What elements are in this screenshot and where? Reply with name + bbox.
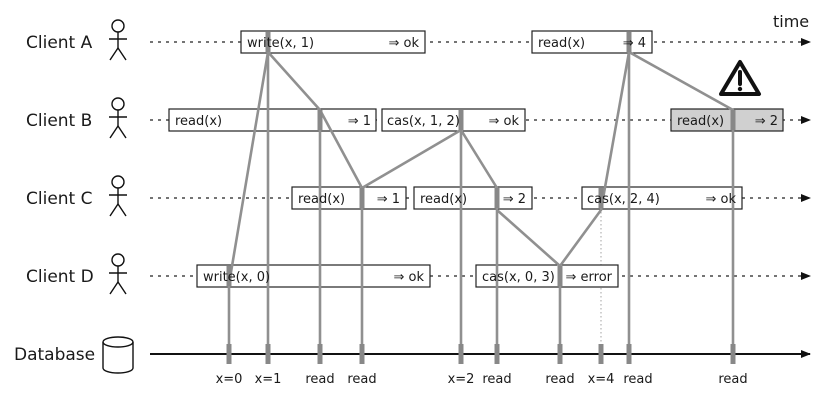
- op-result: ⇒ ok: [393, 270, 424, 285]
- op-label: read(x): [677, 114, 724, 129]
- op-label: read(x): [175, 114, 222, 129]
- op-box-client-b-cas: [381, 108, 526, 132]
- op-box-client-c-read2: [413, 186, 533, 210]
- op-box-client-d-write: [196, 264, 431, 288]
- db-tick-label: read: [623, 372, 652, 387]
- op-box-client-a-write: [240, 30, 426, 54]
- op-box-client-a-read: [531, 30, 653, 54]
- operation-boxes: [168, 30, 784, 288]
- db-tick-label: read: [482, 372, 511, 387]
- op-label: read(x): [298, 192, 345, 207]
- op-result: ⇒ 4: [623, 36, 646, 51]
- db-tick-label: read: [718, 372, 747, 387]
- op-box-client-b-read: [168, 108, 377, 132]
- op-box-client-d-cas: [475, 264, 619, 288]
- message-read-c-2: [495, 207, 562, 356]
- client-label-d: Client D: [26, 267, 94, 287]
- db-tick-label: read: [347, 372, 376, 387]
- op-result: ⇒ ok: [705, 192, 736, 207]
- op-label: read(x): [420, 192, 467, 207]
- op-marks: [226, 32, 736, 286]
- time-label: time: [773, 12, 809, 31]
- client-label-b: Client B: [26, 111, 92, 131]
- database-cylinder-icon: [102, 336, 134, 374]
- message-cas-b: [459, 125, 499, 356]
- op-result: ⇒ 1: [348, 114, 371, 129]
- db-tick-label: read: [545, 372, 574, 387]
- db-tick-label: x=4: [588, 372, 615, 387]
- op-result: ⇒ 2: [755, 114, 778, 129]
- client-labels: Client A Client B Client C Client D Data…: [14, 33, 95, 365]
- db-tick-label: x=2: [448, 372, 475, 387]
- db-tick-label: x=1: [255, 372, 282, 387]
- client-label-a: Client A: [26, 33, 93, 53]
- person-icon: [109, 97, 127, 139]
- db-tick-label: read: [305, 372, 334, 387]
- op-box-client-c-cas: [581, 186, 743, 210]
- warning-triangle-icon: [719, 60, 761, 96]
- message-read-b-1: [318, 109, 364, 356]
- op-result: ⇒ 2: [503, 192, 526, 207]
- op-label: cas(x, 1, 2): [387, 114, 460, 129]
- database-ticks: [226, 344, 736, 364]
- operation-labels: write(x, 1) ⇒ ok read(x) ⇒ 4 read(x) ⇒ 1…: [175, 36, 778, 285]
- client-label-c: Client C: [26, 189, 93, 209]
- person-icon: [109, 253, 127, 295]
- op-label: write(x, 1): [247, 36, 314, 51]
- op-box-client-b-read-stale: [670, 108, 784, 132]
- op-label: cas(x, 2, 4): [587, 192, 660, 207]
- message-write-x-0: [227, 50, 270, 356]
- person-icon: [109, 19, 127, 61]
- op-result: ⇒ ok: [488, 114, 519, 129]
- message-read-c-1: [360, 128, 463, 356]
- op-result: ⇒ ok: [388, 36, 419, 51]
- actor-icons: [102, 19, 134, 374]
- db-tick-label: x=0: [216, 372, 243, 387]
- op-result: ⇒ error: [566, 270, 613, 285]
- database-label: Database: [14, 345, 95, 365]
- op-result: ⇒ 1: [377, 192, 400, 207]
- op-label: read(x): [538, 36, 585, 51]
- db-tick-labels: x=0 x=1 read read x=2 read read x=4 read…: [216, 372, 748, 387]
- message-cas-d: [558, 50, 631, 356]
- op-label: write(x, 0): [203, 270, 270, 285]
- person-icon: [109, 175, 127, 217]
- op-label: cas(x, 0, 3): [482, 270, 555, 285]
